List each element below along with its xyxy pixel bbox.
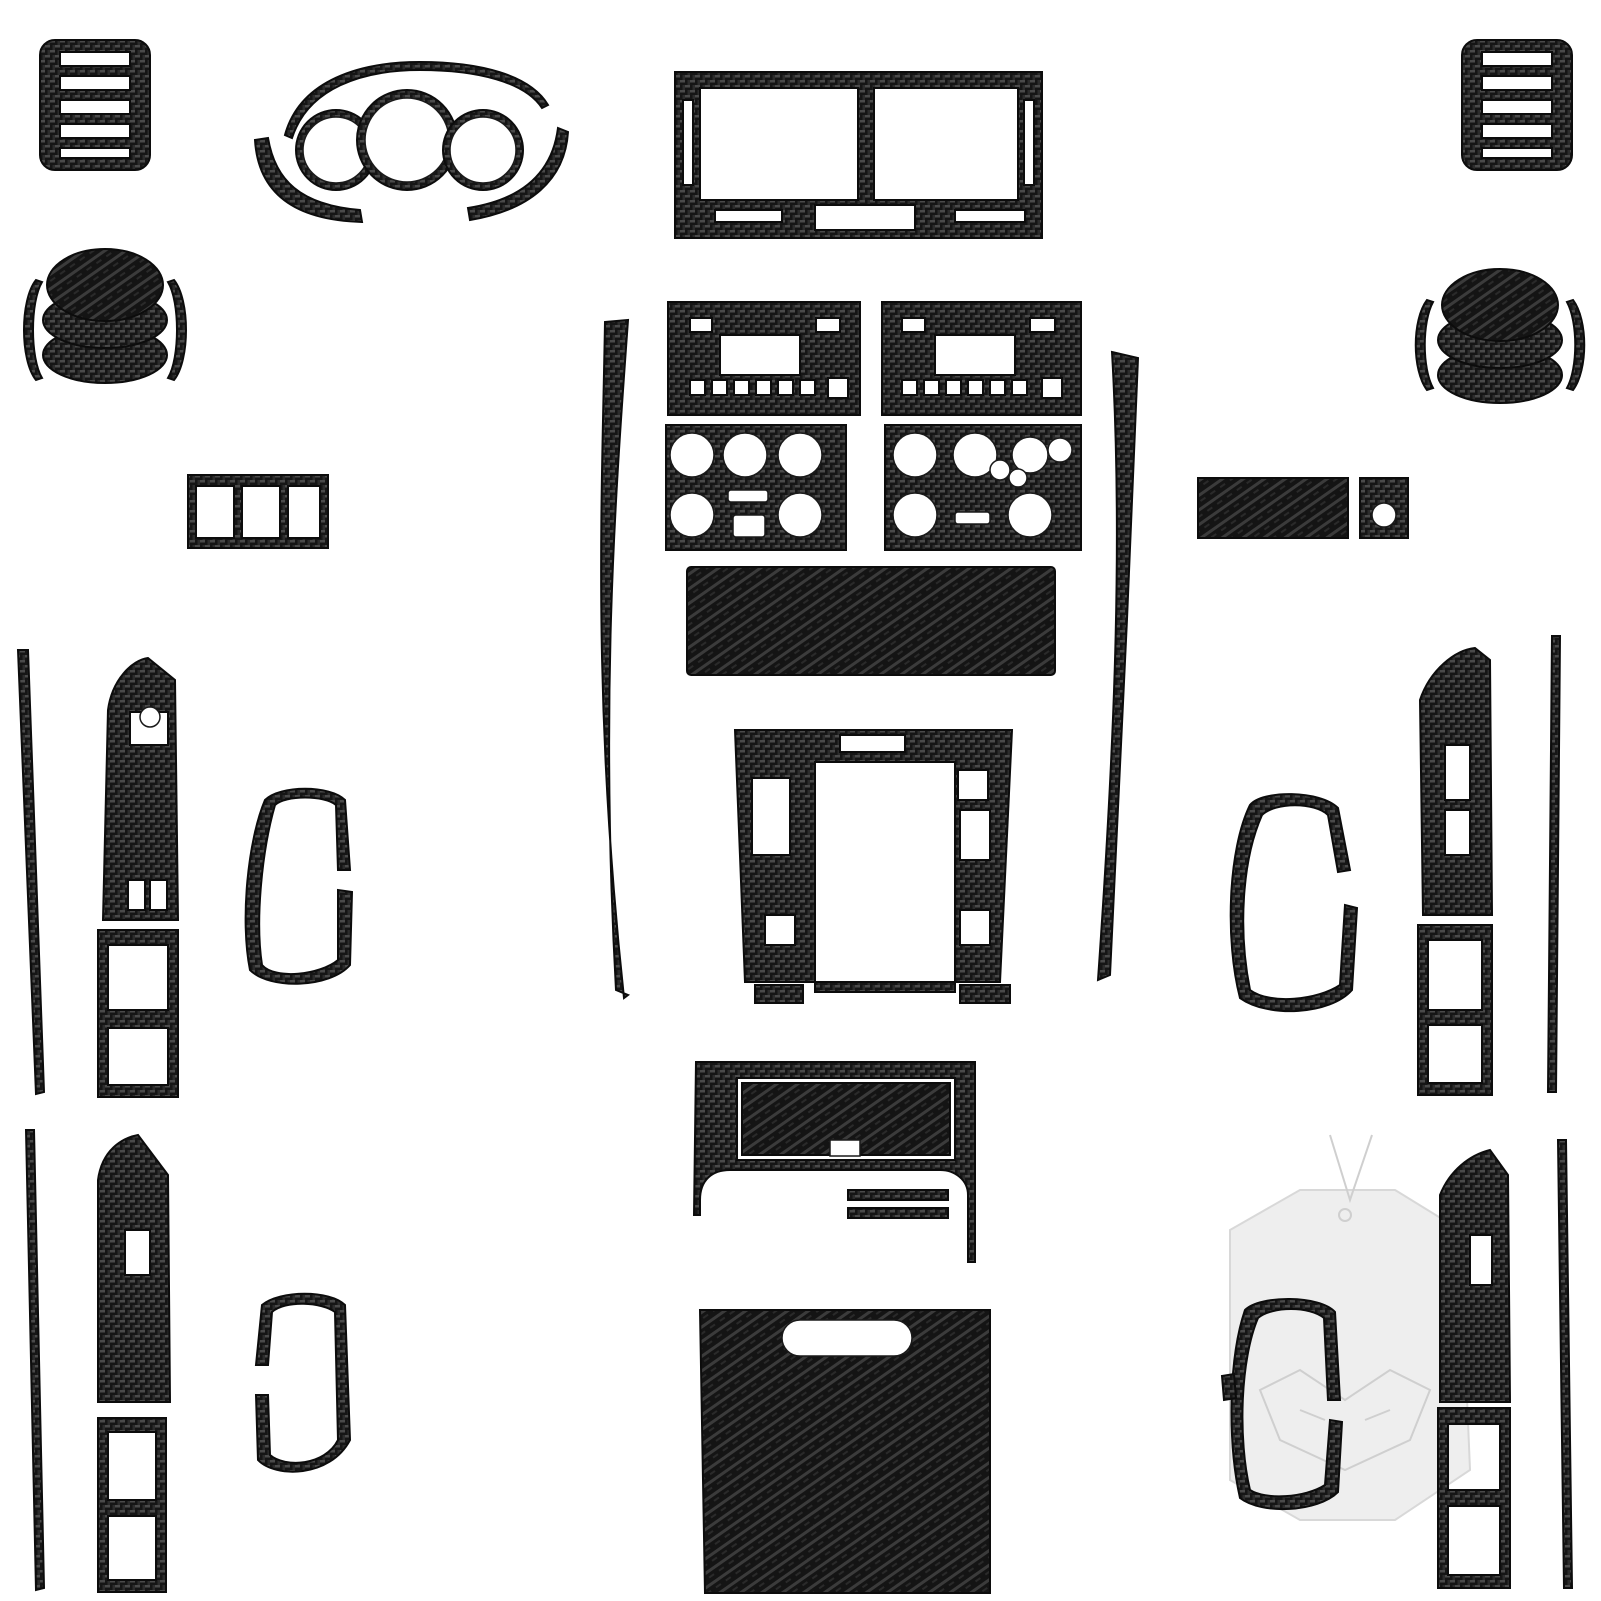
left-vent-ring-set: [39, 39, 151, 171]
right-round-vent: [1414, 268, 1586, 404]
gear-shift-panel: [733, 729, 1014, 1004]
right-vent-ring-set: [1461, 39, 1573, 171]
right-lower-window-switch-panel: [1437, 1148, 1512, 1589]
climate-panel-right: [884, 424, 1082, 551]
left-round-vent: [23, 248, 187, 384]
left-upper-door-handle-frame: [244, 787, 354, 985]
right-upper-window-switch-panel: [1417, 646, 1494, 1096]
watermark-logo: [1229, 1134, 1472, 1521]
left-upper-window-switch-panel: [97, 656, 180, 1098]
far-left-strip-upper: [16, 649, 46, 1096]
radio-panel-right: [881, 301, 1082, 416]
right-lower-door-handle-frame: [1220, 1298, 1344, 1511]
far-right-strip-lower: [1556, 1139, 1574, 1589]
center-right-side-strip: [1096, 350, 1140, 982]
glove-box-panel: [698, 1309, 991, 1594]
center-upper-vent-panel: [674, 71, 1043, 239]
left-lower-window-switch-panel: [97, 1133, 172, 1593]
left-switch-trio: [187, 474, 329, 549]
center-left-side-strip: [600, 318, 630, 1000]
climate-panel-left: [665, 424, 847, 551]
gauge-cluster-surround: [253, 60, 570, 224]
center-storage-cover: [686, 566, 1056, 676]
far-right-strip-upper: [1546, 635, 1562, 1093]
radio-panel-left: [667, 301, 861, 416]
right-switch-pieces: [1197, 477, 1409, 539]
left-lower-door-handle-frame: [254, 1292, 352, 1473]
cup-holder-panel: [692, 1061, 976, 1263]
far-left-strip-lower: [24, 1129, 46, 1592]
right-upper-door-handle-frame: [1229, 793, 1359, 1013]
